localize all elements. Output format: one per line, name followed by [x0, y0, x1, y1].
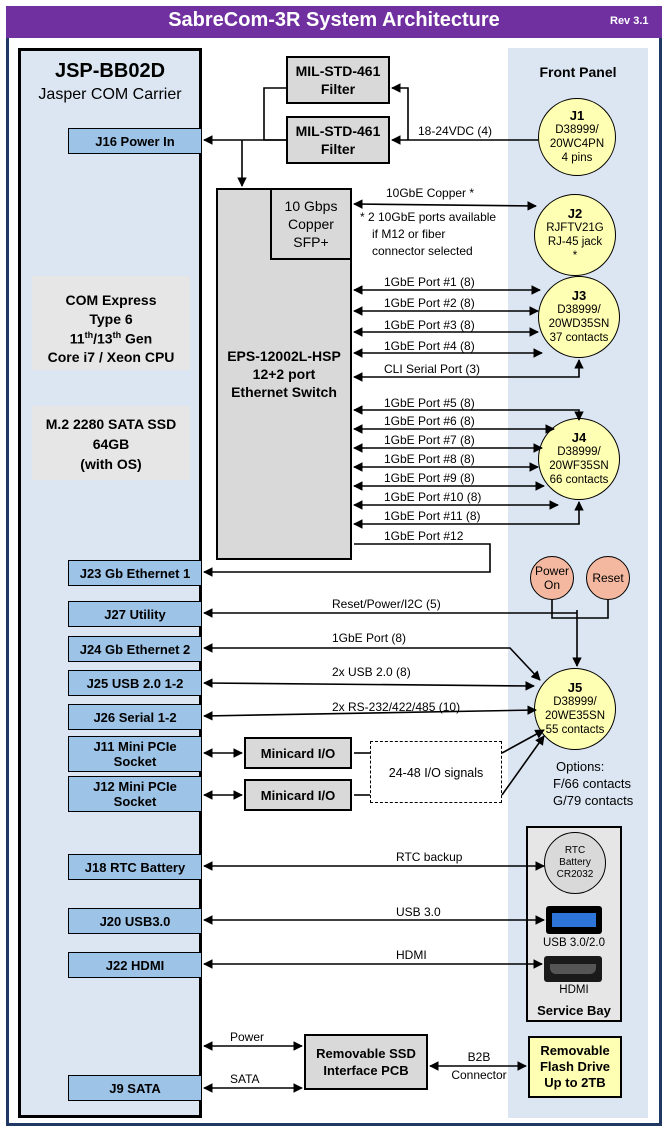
port-12-label: 1GbE Port #12 — [384, 529, 464, 543]
ssd-box — [32, 406, 190, 480]
wire-copper — [353, 199, 537, 211]
j16-power-in: J16 Power In — [68, 128, 202, 154]
rtc-signal-label: RTC backup — [396, 850, 463, 864]
j27-utility: J27 Utility — [68, 601, 202, 627]
j25-usb-2: J25 USB 2.0 1-2 — [68, 670, 202, 696]
note-line-3: connector selected — [372, 244, 473, 258]
reset-button[interactable]: Reset — [586, 556, 630, 600]
note-line-2: if M12 or fiber — [372, 227, 446, 241]
ssd-line-3: (with OS) — [80, 456, 142, 472]
wire-filter-bypass — [391, 83, 409, 140]
j24-gb-ethernet-2: J24 Gb Ethernet 2 — [68, 636, 202, 662]
service-bay-title: Service Bay — [537, 1003, 611, 1018]
b2b-label-1: B2B — [467, 1050, 491, 1064]
sata-signal-label: SATA — [230, 1072, 260, 1086]
wire-usb2 — [203, 678, 535, 691]
wire-serial — [203, 705, 537, 721]
j23-gb-ethernet-1: J23 Gb Ethernet 1 — [68, 560, 202, 586]
cpu-line-2: Type 6 — [89, 311, 133, 327]
j20-usb3: J20 USB3.0 — [68, 908, 202, 934]
cpu-line-1: COM Express — [65, 292, 157, 308]
wire-gbe2 — [203, 643, 541, 681]
usb-port-label: USB 3.0/2.0 — [542, 937, 605, 949]
j5-option-g: G/79 contacts — [553, 793, 634, 808]
com-express-cpu-box — [32, 276, 190, 370]
j9-sata: J9 SATA — [68, 1075, 202, 1101]
wire-power-on — [551, 600, 577, 619]
b2b-label-2: Connector — [451, 1068, 507, 1082]
wire-reset — [577, 600, 609, 619]
minicard-io-2: Minicard I/O — [244, 779, 352, 811]
j5-option-f: F/66 contacts — [553, 776, 632, 791]
j5-options-title: Options: — [556, 759, 605, 774]
wire-p5 — [353, 405, 584, 421]
ssd-line-1: M.2 2280 SATA SSD — [45, 416, 177, 432]
wire-filter-to-filter — [263, 87, 286, 141]
wire-p11 — [353, 501, 584, 529]
carrier-title: JSP-BB02D — [54, 60, 166, 82]
wire-io-j5-a — [501, 729, 545, 754]
revision-label: Rev 3.1 — [610, 15, 649, 27]
diagram-title: SabreCom-3R System Architecture — [168, 9, 500, 31]
j18-rtc-battery: J18 RTC Battery — [68, 854, 202, 880]
power-input-label: 18-24VDC (4) — [418, 124, 493, 138]
io-signals-label: 24-48 I/O signals — [388, 766, 484, 780]
note-line-1: * 2 10GbE ports available — [360, 210, 497, 224]
hdmi-port-icon — [544, 956, 602, 982]
io-signals-group — [370, 741, 502, 803]
j26-serial: J26 Serial 1-2 — [68, 704, 202, 730]
gbe2-signal-label: 1GbE Port (8) — [332, 631, 407, 645]
wire-p12 — [203, 543, 491, 577]
wire-io-j5-b — [501, 735, 545, 796]
header-bar — [6, 6, 662, 38]
hdmi-port-label: HDMI — [559, 984, 589, 996]
minicard-io-1: Minicard I/O — [244, 737, 352, 769]
cpu-line-3: Core i7 / Xeon CPU — [47, 349, 175, 365]
usb-port-icon — [546, 906, 602, 934]
wire-cli — [353, 359, 584, 382]
cpu-generation: 11th/13th Gen — [69, 330, 153, 347]
utility-signal-label: Reset/Power/I2C (5) — [332, 597, 441, 611]
ssd-line-2: 64GB — [92, 436, 130, 452]
hdmi-signal-label: HDMI — [396, 948, 427, 962]
copper-10gbe-label: 10GbE Copper * — [386, 186, 475, 200]
power-signal-label: Power — [230, 1030, 265, 1044]
carrier-subtitle: Jasper COM Carrier — [38, 86, 182, 103]
front-panel-title: Front Panel — [539, 64, 617, 80]
j22-hdmi: J22 HDMI — [68, 952, 202, 978]
